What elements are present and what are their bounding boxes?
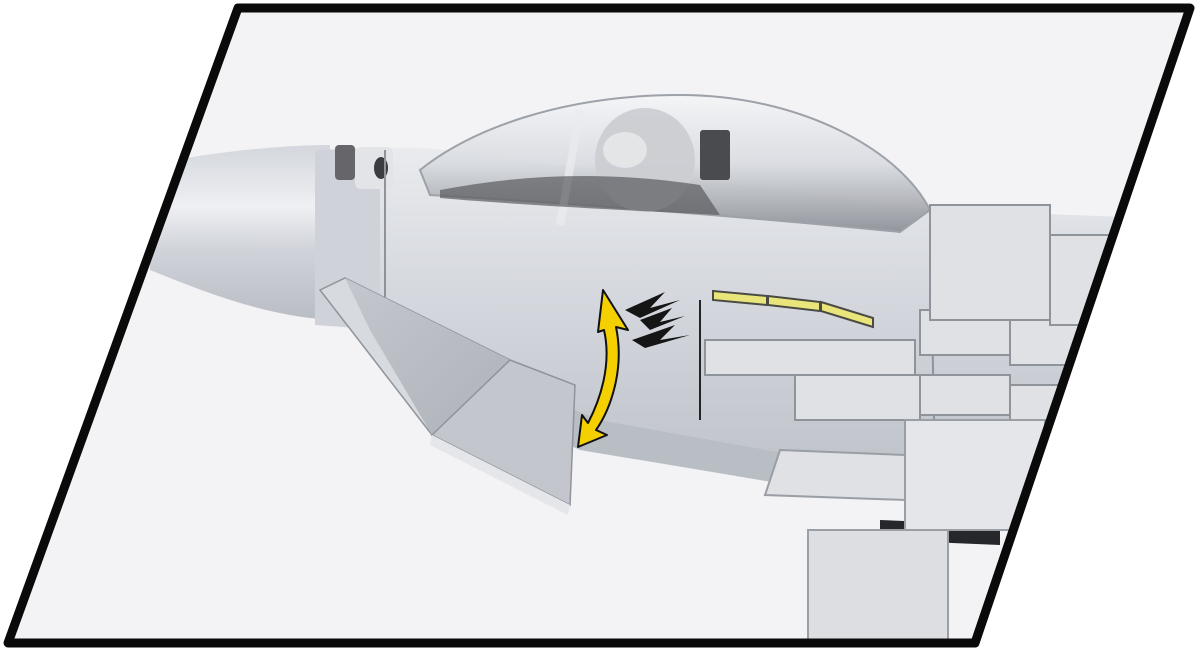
fuselage-lower (380, 330, 880, 500)
motion-marks-icon (625, 292, 690, 348)
frame-border (3, 3, 1195, 648)
nose-cone (150, 145, 330, 320)
canard-wing (318, 277, 576, 515)
seat-headrest (700, 130, 730, 180)
intake-step (763, 448, 906, 502)
sensor-mount (335, 145, 355, 180)
cockpit-interior (440, 175, 720, 215)
movement-arrow-icon (577, 289, 629, 448)
lower-block-right (904, 419, 1046, 531)
pilot-visor (603, 132, 647, 168)
lower-block (807, 529, 949, 643)
yellow-stripe (712, 289, 874, 329)
jet-model (150, 93, 1190, 643)
